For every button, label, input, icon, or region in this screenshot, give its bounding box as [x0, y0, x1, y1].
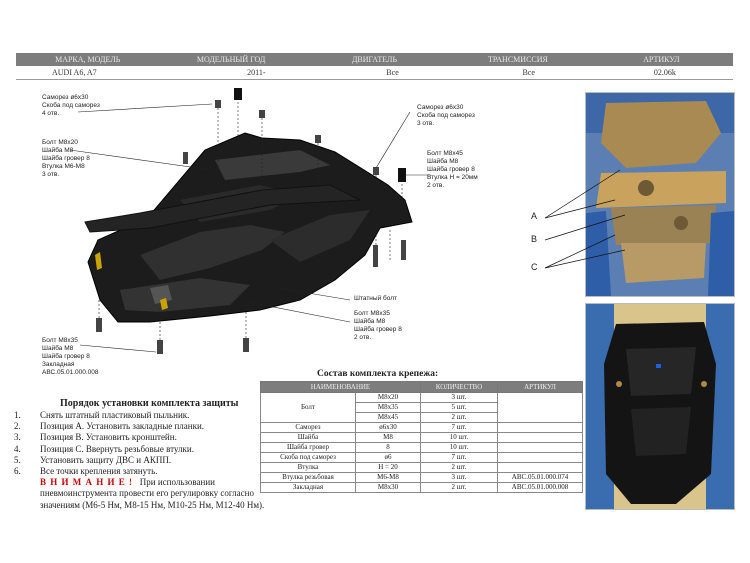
letter-b: B: [531, 234, 538, 244]
letter-a: A: [531, 211, 538, 221]
instructions-list: 1.Снять штатный пластиковый пыльник. 2.П…: [14, 410, 274, 511]
header-engine: ДВИГАТЕЛЬ: [351, 55, 398, 64]
photo-letter-leaders: [544, 169, 626, 269]
value-model-year: 2011-: [247, 68, 266, 77]
callout-bolt-m8x20: Болт М8х20 Шайба М8 Шайба гровер 8 Втулк…: [42, 139, 90, 178]
header-row: МАРКА, МОДЕЛЬ МОДЕЛЬНЫЙ ГОД ДВИГАТЕЛЬ ТР…: [16, 53, 733, 66]
value-engine: Все: [386, 68, 399, 77]
callout-bolt-m8x45: Болт М8х45 Шайба М8 Шайба гровер 8 Втулк…: [427, 150, 478, 189]
spec-header-table: МАРКА, МОДЕЛЬ МОДЕЛЬНЫЙ ГОД ДВИГАТЕЛЬ ТР…: [16, 53, 733, 81]
callout-leaders: [69, 103, 430, 353]
instruction-step: 2.Позиция А. Установить закладные планки…: [14, 421, 205, 432]
value-make-model: AUDI A6, A7: [52, 68, 97, 77]
instruction-step: 4.Позиция С. Ввернуть резьбовые втулки.: [14, 443, 194, 454]
instruction-step: 5.Установить защиту ДВС и АКПП.: [14, 454, 172, 465]
callout-bolt-m8x35-right: Болт М8х35 Шайба М8 Шайба гровер 8 2 отв…: [354, 310, 402, 341]
fastener-table-title: Состав комплекта крепежа:: [317, 369, 439, 379]
table-row: Болт М8х20 3 шт.: [260, 392, 583, 423]
col-article: АРТИКУЛ: [497, 381, 583, 393]
skid-plate-shape: [84, 132, 413, 323]
letter-c: C: [531, 262, 538, 272]
fastener-header-row: НАИМЕНОВАНИЕ КОЛИЧЕСТВО АРТИКУЛ: [260, 381, 583, 393]
instruction-step: 6.Все точки крепления затянуть.: [14, 466, 158, 477]
header-make-model: МАРКА, МОДЕЛЬ: [55, 55, 121, 64]
header-transmission: ТРАНСМИССИЯ: [487, 55, 548, 64]
installed-plate-photo: [585, 303, 735, 510]
callout-stock-bolt: Штатный болт: [354, 295, 397, 302]
callout-screw-top-left: Саморез ø6х30 Скоба под саморез 4 отв.: [42, 94, 100, 117]
instruction-step: 1.Снять штатный пластиковый пыльник.: [14, 410, 190, 420]
col-name: НАИМЕНОВАНИЕ: [260, 381, 421, 393]
instruction-step: 3.Позиция В. Установить кронштейн.: [14, 432, 177, 443]
installation-photo-positions: [585, 92, 735, 297]
values-row: AUDI A6, A7 2011- Все Все 02.06k: [16, 66, 733, 80]
header-model-year: МОДЕЛЬНЫЙ ГОД: [196, 55, 266, 64]
bolt-name: Болт: [260, 392, 356, 423]
value-article: 02.06k: [653, 68, 676, 77]
warning-line-3: значениям (М6-5 Нм, М8-15 Нм, М10-25 Нм,…: [40, 499, 265, 510]
warning-text: При использовании: [139, 477, 215, 488]
col-quantity: КОЛИЧЕСТВО: [420, 381, 498, 393]
warning-line-2: пневмоинструмента провести его регулиров…: [40, 488, 254, 499]
warning-line: В Н И М А Н И Е ! При использовании: [14, 477, 274, 488]
fastener-table: НАИМЕНОВАНИЕ КОЛИЧЕСТВО АРТИКУЛ Болт М8х…: [260, 381, 583, 493]
value-transmission: Все: [522, 68, 535, 77]
header-article: АРТИКУЛ: [643, 55, 680, 64]
callout-bolt-m8x35-left: Болт М8х35 Шайба М8 Шайба гровер 8 Закла…: [42, 337, 99, 376]
instructions-title: Порядок установки комплекта защиты: [60, 398, 239, 409]
callout-screw-top-right: Саморез ø6х30 Скоба под саморез 3 отв.: [417, 104, 475, 127]
fasteners: [96, 88, 406, 354]
warning-label: В Н И М А Н И Е !: [40, 477, 133, 488]
